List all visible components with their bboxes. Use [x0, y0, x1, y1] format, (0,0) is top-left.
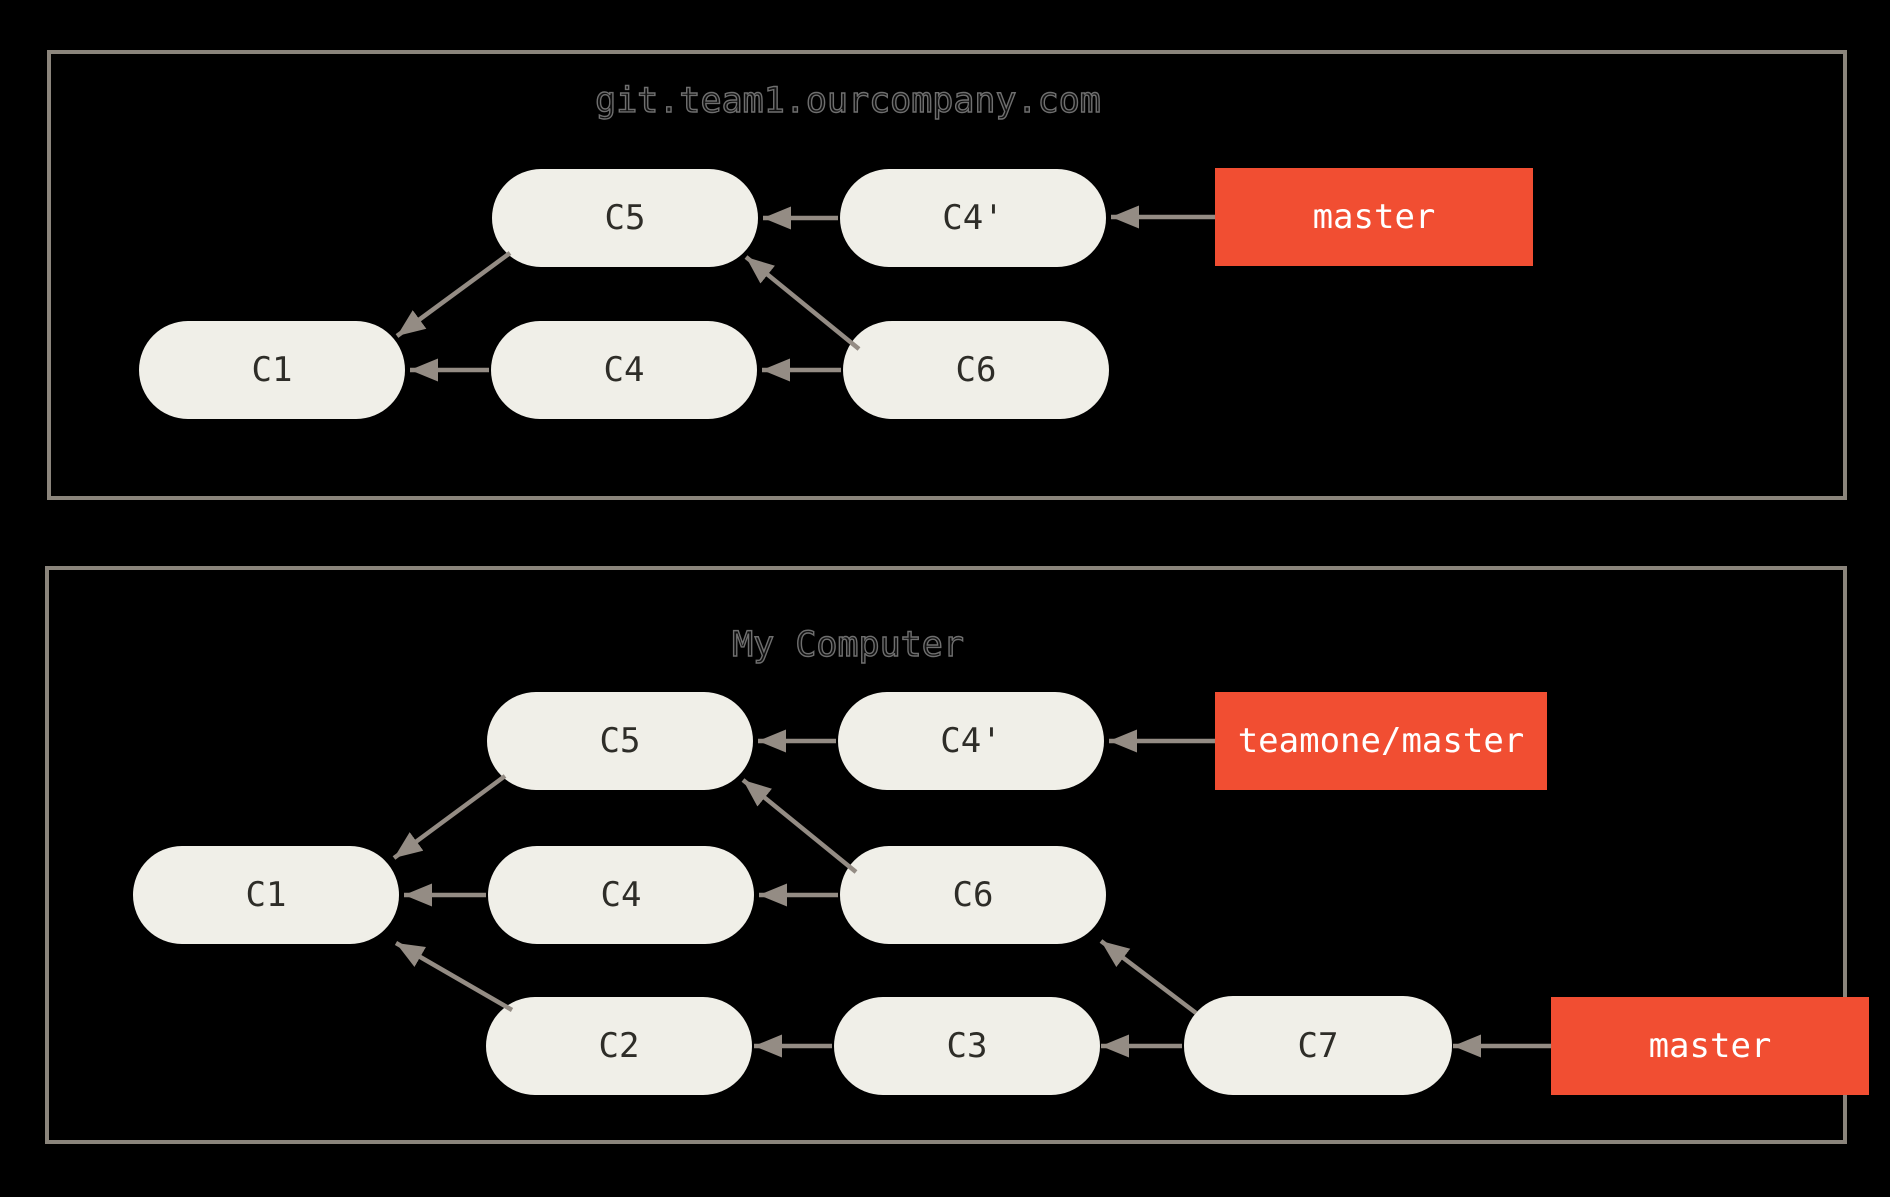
commit-node-c6-local: C6 [840, 846, 1106, 944]
node-label: teamone/master [1237, 721, 1525, 761]
commit-node-c2-local: C2 [486, 997, 752, 1095]
commit-node-c5-remote: C5 [492, 169, 758, 267]
commit-node-c1-remote: C1 [139, 321, 405, 419]
commit-node-c4-local: C4 [488, 846, 754, 944]
node-label: C6 [952, 875, 994, 915]
node-label: C1 [245, 875, 287, 915]
commit-node-c3-local: C3 [834, 997, 1100, 1095]
repo-box-title-remote: git.team1.ourcompany.com [594, 80, 1101, 121]
commit-node-c5-local: C5 [487, 692, 753, 790]
repo-box-remote [47, 50, 1847, 500]
node-label: C7 [1297, 1025, 1339, 1066]
branch-ref-master-local: master [1551, 997, 1869, 1095]
node-label: master [1312, 197, 1436, 237]
node-label: C2 [598, 1026, 640, 1066]
node-label: master [1648, 1026, 1772, 1066]
node-label: C4 [600, 875, 642, 915]
commit-node-c4p-local: C4' [838, 692, 1104, 790]
node-label: C4 [603, 350, 645, 390]
branch-ref-teamone-master: teamone/master [1215, 692, 1547, 790]
commit-node-c4p-remote: C4' [840, 169, 1106, 267]
branch-ref-master-remote: master [1215, 168, 1533, 266]
node-label: C5 [599, 721, 641, 761]
node-label: C5 [604, 198, 646, 238]
node-label: C1 [251, 350, 293, 390]
commit-node-c6-remote: C6 [843, 321, 1109, 419]
repo-box-local [45, 566, 1847, 1144]
node-label: C3 [946, 1026, 988, 1066]
commit-node-c1-local: C1 [133, 846, 399, 944]
node-label: C4' [940, 721, 1002, 761]
repo-box-title-local: My Computer [731, 624, 964, 665]
node-label: C6 [955, 350, 997, 390]
commit-node-c7-local: C7 [1184, 996, 1452, 1095]
node-label: C4' [942, 198, 1004, 238]
commit-node-c4-remote: C4 [491, 321, 757, 419]
